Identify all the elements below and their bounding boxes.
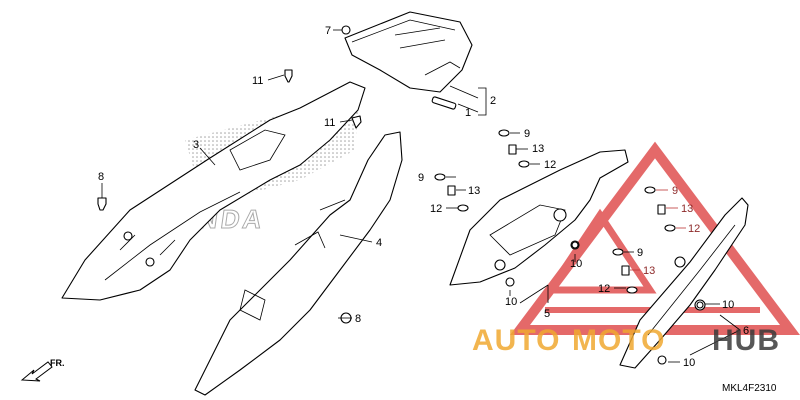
callouts: 7 2 1 11 11 3 8 4 8 9 13 12 9 13 12 10 1…	[98, 25, 749, 369]
callout-3: 3	[193, 139, 199, 151]
callout-7: 7	[325, 25, 331, 37]
callout-6: 6	[743, 325, 749, 337]
callout-10-d: 10	[683, 357, 695, 369]
part-bolt-8-left	[97, 197, 107, 211]
callout-12-a: 12	[544, 159, 556, 171]
part-lower-cover	[194, 131, 403, 396]
callout-13-d: 13	[643, 265, 655, 277]
watermark-moto: MOTO	[572, 324, 665, 357]
part-rubber	[431, 96, 457, 110]
watermark-text: AUTO MOTO HUB	[472, 324, 780, 357]
callout-9-c: 9	[672, 185, 678, 197]
callout-13-c: 13	[681, 203, 693, 215]
callout-13-b: 13	[468, 185, 480, 197]
callout-10-b: 10	[505, 296, 517, 308]
diagram-code: MKL4F2310	[722, 383, 777, 394]
callout-12-d: 12	[598, 283, 610, 295]
callout-5: 5	[544, 308, 550, 320]
callout-9-d: 9	[637, 247, 643, 259]
callout-1: 1	[465, 107, 471, 119]
part-clip-7	[341, 25, 351, 35]
part-bolt-11-top	[284, 69, 293, 83]
callout-8-right: 8	[355, 313, 361, 325]
callout-9-b: 9	[418, 172, 424, 184]
callout-9-a: 9	[524, 128, 530, 140]
watermark-auto: AUTO	[472, 324, 560, 357]
fasteners-right-group	[434, 129, 704, 365]
callout-8-left: 8	[98, 171, 104, 183]
part-bolt-11-mid	[351, 115, 362, 129]
watermark-hub: HUB	[712, 324, 780, 357]
callout-11-top: 11	[252, 75, 263, 87]
callout-10-a: 10	[570, 258, 582, 270]
callout-4: 4	[376, 237, 382, 249]
part-rear-center-cover	[344, 11, 473, 93]
front-direction-label: FR.	[50, 358, 65, 368]
front-direction-indicator: FR.	[20, 358, 65, 382]
callout-2: 2	[490, 95, 496, 107]
callout-10-c: 10	[722, 299, 734, 311]
part-left-side-cover	[61, 81, 366, 301]
callout-12-c: 12	[688, 223, 700, 235]
callout-13-a: 13	[532, 143, 544, 155]
callout-11-mid: 11	[324, 117, 335, 129]
callout-12-b: 12	[430, 203, 442, 215]
leader-lines	[101, 29, 741, 363]
